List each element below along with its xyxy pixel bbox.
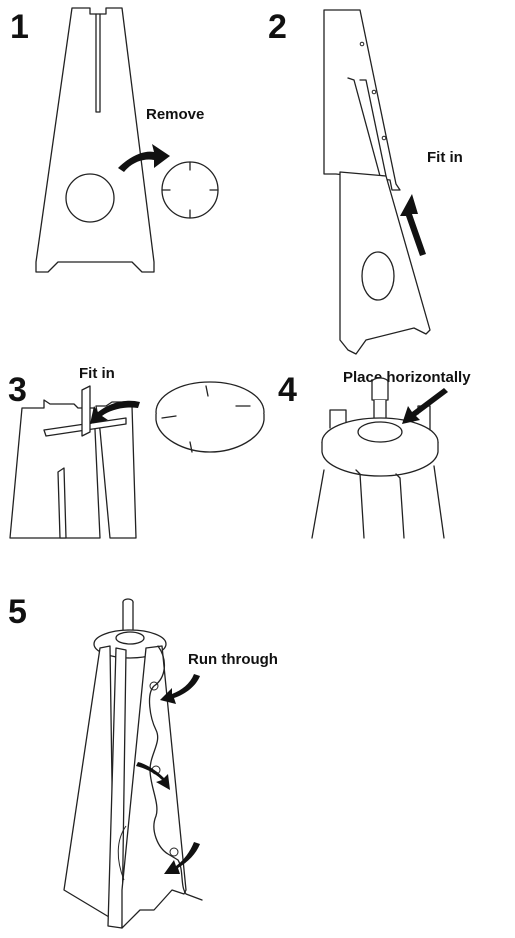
step-4-number: 4 bbox=[278, 373, 297, 407]
step-2-number: 2 bbox=[268, 10, 287, 44]
left-panel bbox=[64, 646, 114, 920]
right-panel bbox=[122, 646, 186, 928]
removed-disc bbox=[162, 162, 218, 218]
step-1-number: 1 bbox=[10, 10, 29, 44]
step-3-illustration bbox=[0, 370, 270, 540]
place-arrow bbox=[402, 388, 448, 424]
step-4-illustration bbox=[300, 370, 500, 540]
panel-hole bbox=[362, 252, 394, 300]
panel-outline bbox=[36, 8, 154, 272]
top-disc bbox=[156, 382, 264, 452]
step-2-illustration bbox=[300, 0, 500, 360]
step-1-illustration bbox=[30, 0, 270, 290]
center-post bbox=[123, 599, 133, 632]
upper-panel bbox=[324, 10, 400, 190]
center-post bbox=[372, 378, 388, 424]
panel-hole bbox=[66, 174, 114, 222]
step-5-illustration bbox=[50, 590, 290, 930]
step-5-number: 5 bbox=[8, 595, 27, 629]
